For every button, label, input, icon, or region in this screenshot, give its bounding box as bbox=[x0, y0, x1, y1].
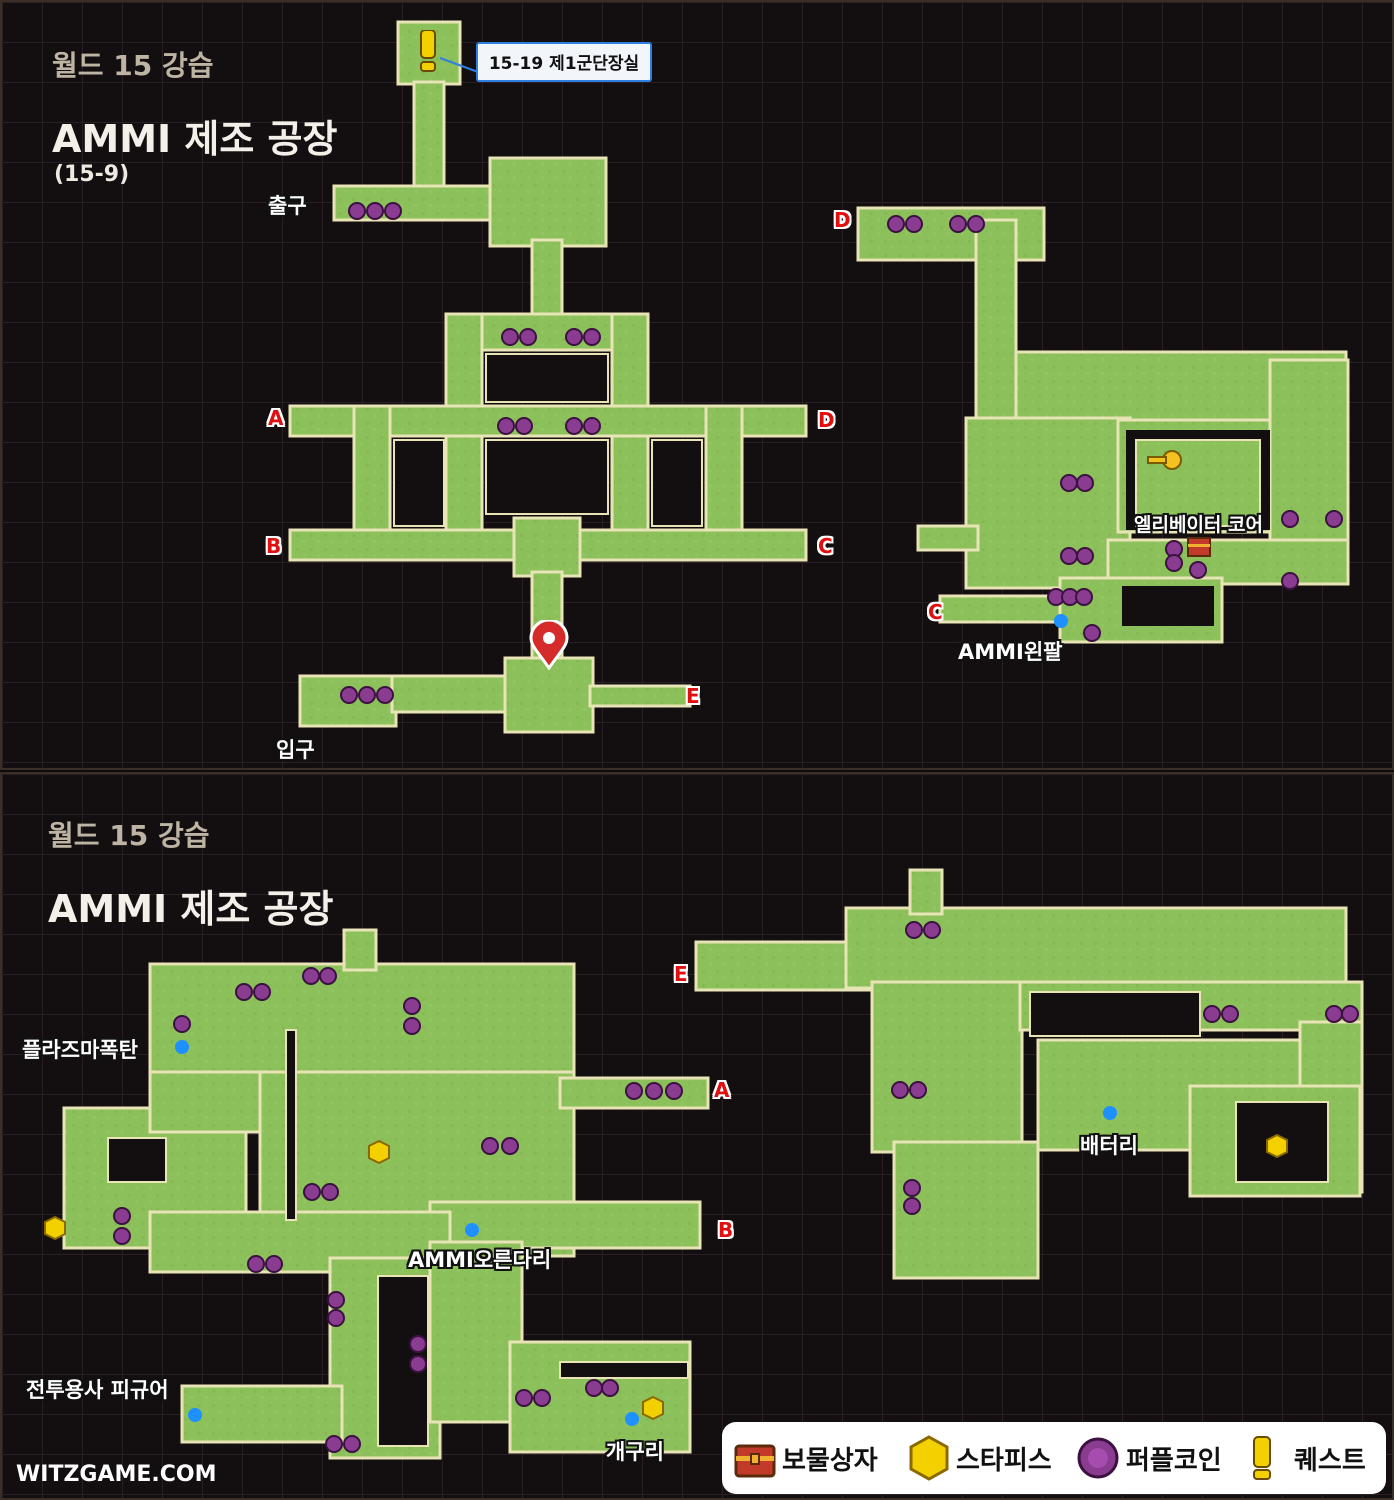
npc-dot-frog[interactable] bbox=[625, 1412, 639, 1426]
purple-coin-group bbox=[113, 921, 1359, 1453]
portal-e[interactable]: E bbox=[686, 684, 700, 708]
npc-dot-ammi-right-leg[interactable] bbox=[465, 1223, 479, 1237]
portal-d-right[interactable]: D bbox=[834, 208, 851, 232]
portal-b[interactable]: B bbox=[718, 1218, 734, 1242]
legend-label: 퀘스트 bbox=[1294, 1445, 1366, 1476]
purple-coin-group bbox=[340, 202, 1343, 704]
map-title: AMMI 제조 공장 bbox=[52, 117, 338, 161]
purple-coin-icon bbox=[1077, 1437, 1119, 1479]
legend-item-star-piece: 스타피스 bbox=[908, 1422, 1052, 1494]
treasure-chest-icon bbox=[734, 1444, 776, 1478]
portal-e[interactable]: E bbox=[674, 962, 688, 986]
quest-destination-box: 15-19 제1군단장실 bbox=[476, 42, 652, 82]
legend-item-purple-coin: 퍼플코인 bbox=[1076, 1422, 1222, 1494]
portal-a[interactable]: A bbox=[714, 1078, 730, 1102]
label-elevator-core: 엘리베이터 코어 bbox=[1134, 514, 1263, 536]
star-piece-icon[interactable] bbox=[1266, 1134, 1288, 1158]
portal-c-right[interactable]: C bbox=[928, 600, 943, 624]
map-title: AMMI 제조 공장 bbox=[48, 887, 334, 931]
npc-dot-plasma-bomb[interactable] bbox=[175, 1040, 189, 1054]
world-label: 월드 15 강습 bbox=[48, 819, 210, 852]
portal-b[interactable]: B bbox=[266, 534, 282, 558]
npc-dot-ammi-left-arm[interactable] bbox=[1054, 614, 1068, 628]
legend-item-quest: 퀘스트 bbox=[1250, 1422, 1366, 1494]
map-bottom-markers: 플라즈마폭탄 AMMI오른다리 전투용사 피규어 개구리 배터리 A B E bbox=[0, 772, 1394, 1500]
current-position-marker-icon bbox=[529, 620, 569, 670]
npc-dot-battery[interactable] bbox=[1103, 1106, 1117, 1120]
quest-icon[interactable] bbox=[418, 30, 438, 72]
map-bottom-floor bbox=[62, 868, 1364, 1460]
star-piece-icon bbox=[909, 1435, 949, 1481]
label-exit: 출구 bbox=[268, 194, 307, 218]
label-battle-hero-figure: 전투용사 피규어 bbox=[26, 1378, 169, 1402]
map-top-markers: 15-19 제1군단장실 bbox=[266, 30, 1343, 762]
portal-a[interactable]: A bbox=[268, 406, 284, 430]
label-battery: 배터리 bbox=[1080, 1134, 1138, 1158]
star-piece-icon[interactable] bbox=[642, 1396, 664, 1420]
portal-d-center[interactable]: D bbox=[818, 408, 835, 432]
legend-label: 보물상자 bbox=[782, 1445, 878, 1476]
label-plasma-bomb: 플라즈마폭탄 bbox=[22, 1038, 138, 1062]
label-entrance: 입구 bbox=[276, 738, 315, 762]
legend-label: 퍼플코인 bbox=[1126, 1445, 1222, 1476]
quest-icon bbox=[1253, 1436, 1271, 1480]
star-piece-icon[interactable] bbox=[44, 1216, 66, 1240]
callout-line bbox=[440, 57, 479, 73]
star-piece-icon[interactable] bbox=[368, 1140, 390, 1164]
label-ammi-left-arm: AMMI왼팔 bbox=[958, 640, 1063, 664]
label-ammi-right-leg: AMMI오른다리 bbox=[408, 1248, 552, 1272]
npc-dot-battle-hero-figure[interactable] bbox=[188, 1408, 202, 1422]
portal-c-center[interactable]: C bbox=[818, 534, 833, 558]
legend: 보물상자 스타피스 퍼플코인 퀘스트 bbox=[722, 1422, 1386, 1494]
stage-code: (15-9) bbox=[54, 162, 130, 187]
legend-item-treasure: 보물상자 bbox=[734, 1422, 878, 1494]
treasure-chest-icon[interactable] bbox=[1187, 534, 1211, 558]
legend-label: 스타피스 bbox=[956, 1445, 1052, 1476]
label-frog: 개구리 bbox=[606, 1440, 664, 1464]
site-watermark: WITZGAME.COM bbox=[16, 1462, 217, 1487]
world-label: 월드 15 강습 bbox=[52, 49, 214, 82]
key-icon[interactable] bbox=[1146, 448, 1182, 474]
map-top-floor bbox=[288, 20, 1350, 734]
